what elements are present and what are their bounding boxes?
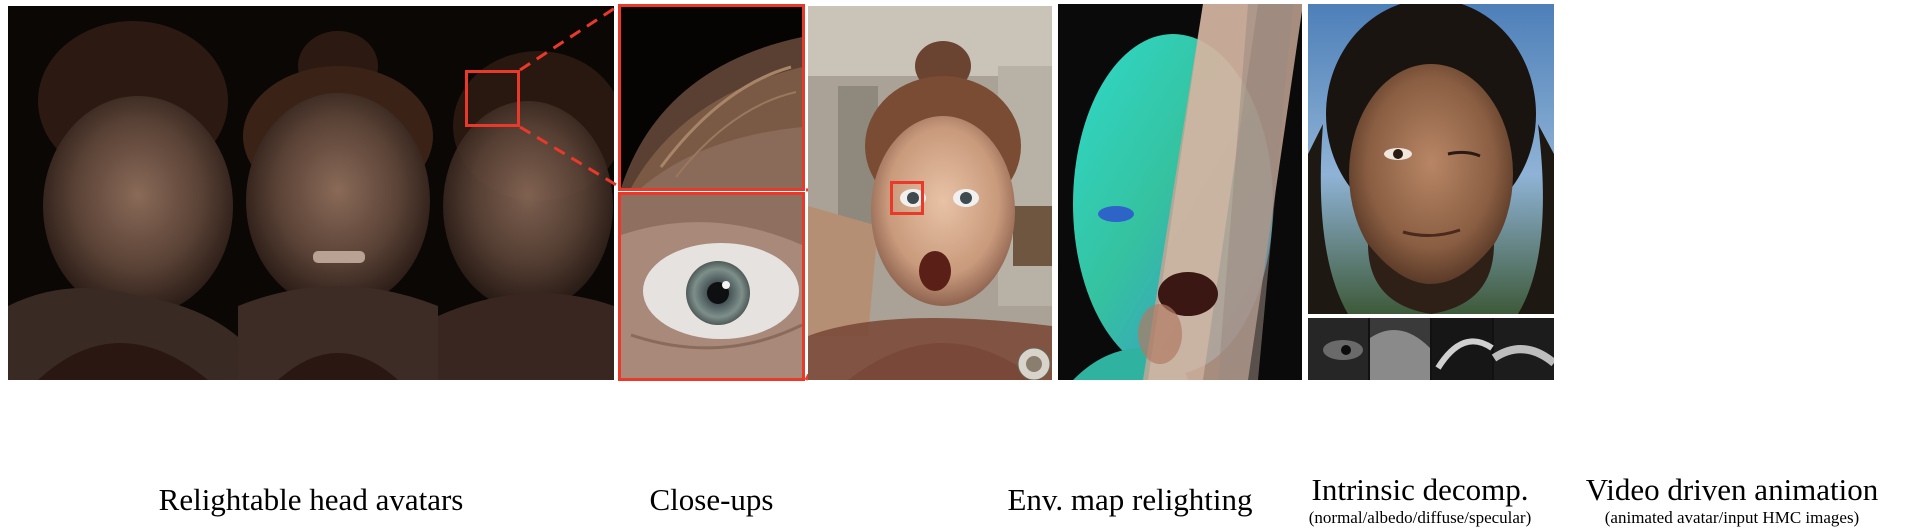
caption-relightable-avatars: Relightable head avatars <box>158 482 464 517</box>
caption-intrinsic-sub: (normal/albedo/diffuse/specular) <box>1308 508 1532 527</box>
intrinsic-decomposition-image <box>1058 4 1302 380</box>
caption-envmap-relighting: Env. map relighting <box>1007 482 1253 517</box>
caption-closeups: Close-ups <box>649 482 774 517</box>
closeup-hair-image <box>618 4 805 191</box>
caption-intrinsic-decomp: Intrinsic decomp. <box>1311 472 1529 507</box>
hmc-input-images <box>1308 318 1554 380</box>
caption-video-animation: Video driven animation <box>1585 472 1879 507</box>
envmap-relighting-image <box>808 6 1052 380</box>
closeup-highlight-box-eye <box>890 181 924 215</box>
caption-video-sub: (animated avatar/input HMC images) <box>1604 508 1860 527</box>
closeup-highlight-box-hair <box>465 70 520 127</box>
video-animation-image <box>1308 4 1554 314</box>
relightable-avatars-image <box>8 6 614 380</box>
closeup-eye-image <box>618 192 805 381</box>
